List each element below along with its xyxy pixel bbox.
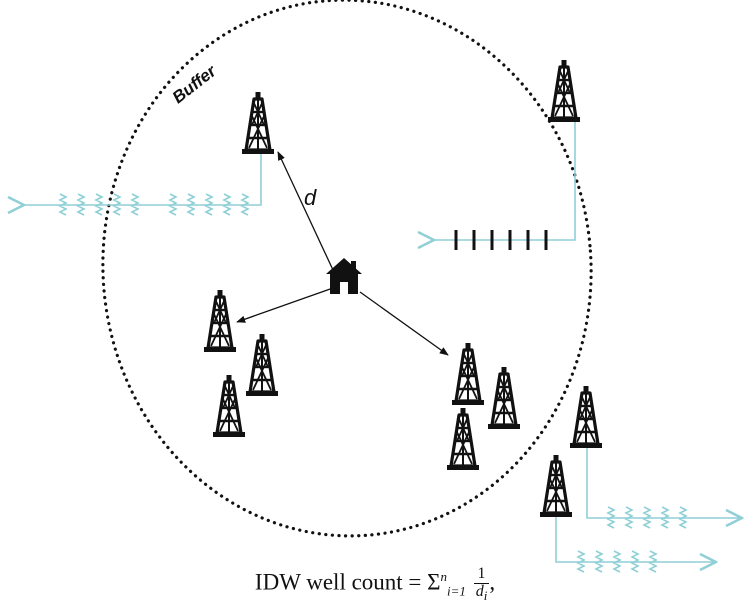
buffer-circle — [101, 0, 593, 538]
idw-formula: IDW well count = Σni=1 1 di , — [0, 565, 750, 603]
distance-label: d — [304, 185, 317, 210]
oil-derrick-icon — [486, 365, 522, 431]
oil-derrick-icon — [450, 341, 486, 407]
oil-derrick-icon — [202, 288, 238, 354]
oil-derrick-icon — [211, 373, 247, 439]
formula-upper: n — [440, 568, 448, 584]
oil-derrick-icon — [244, 332, 280, 398]
distance-arrow-top — [277, 151, 334, 271]
formula-denominator: di — [475, 582, 488, 603]
formula-numerator: 1 — [473, 565, 490, 584]
formula-lower: i=1 — [447, 583, 466, 599]
distance-arrow-left — [236, 287, 334, 323]
house-icon — [326, 258, 362, 294]
formula-fraction: 1 di — [473, 565, 490, 603]
formula-sigma: Σ — [427, 569, 441, 595]
flowline-top-right — [434, 115, 576, 250]
oil-derrick-icon — [568, 384, 604, 450]
oil-derrick-icon — [546, 58, 582, 124]
formula-trailing: , — [489, 569, 496, 595]
formula-lhs: IDW well count = — [254, 569, 428, 595]
oil-derrick-icon — [445, 406, 481, 472]
oil-derrick-icon — [538, 453, 574, 519]
buffer-label: Buffer — [169, 61, 221, 107]
oil-derrick-icon — [240, 90, 276, 156]
flowline-bottom-right — [555, 442, 742, 573]
distance-arrow-right — [359, 291, 449, 356]
flowline-top-left — [24, 152, 262, 216]
